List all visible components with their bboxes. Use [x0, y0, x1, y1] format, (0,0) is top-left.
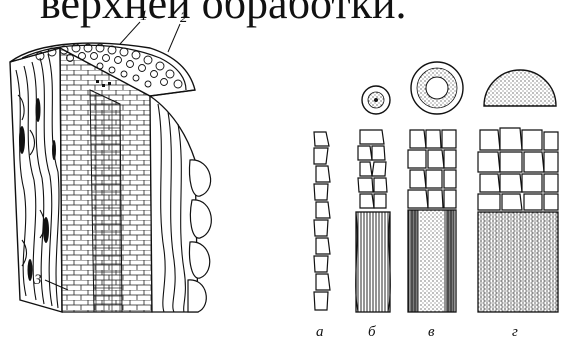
letter-a: а	[316, 324, 324, 338]
letter-v: в	[428, 324, 435, 338]
cross-section-g	[484, 70, 556, 106]
letter-g: г	[512, 324, 518, 338]
stem-block	[10, 22, 211, 312]
label-2: 2	[180, 10, 188, 26]
cross-section-v	[411, 62, 463, 114]
label-1: 1	[140, 8, 148, 24]
label-3: 3	[33, 272, 42, 288]
cross-section-b	[362, 86, 390, 114]
column-a	[314, 132, 330, 310]
column-v	[408, 130, 456, 312]
letter-b: б	[368, 324, 376, 338]
column-b	[356, 130, 391, 312]
column-g	[478, 128, 558, 312]
